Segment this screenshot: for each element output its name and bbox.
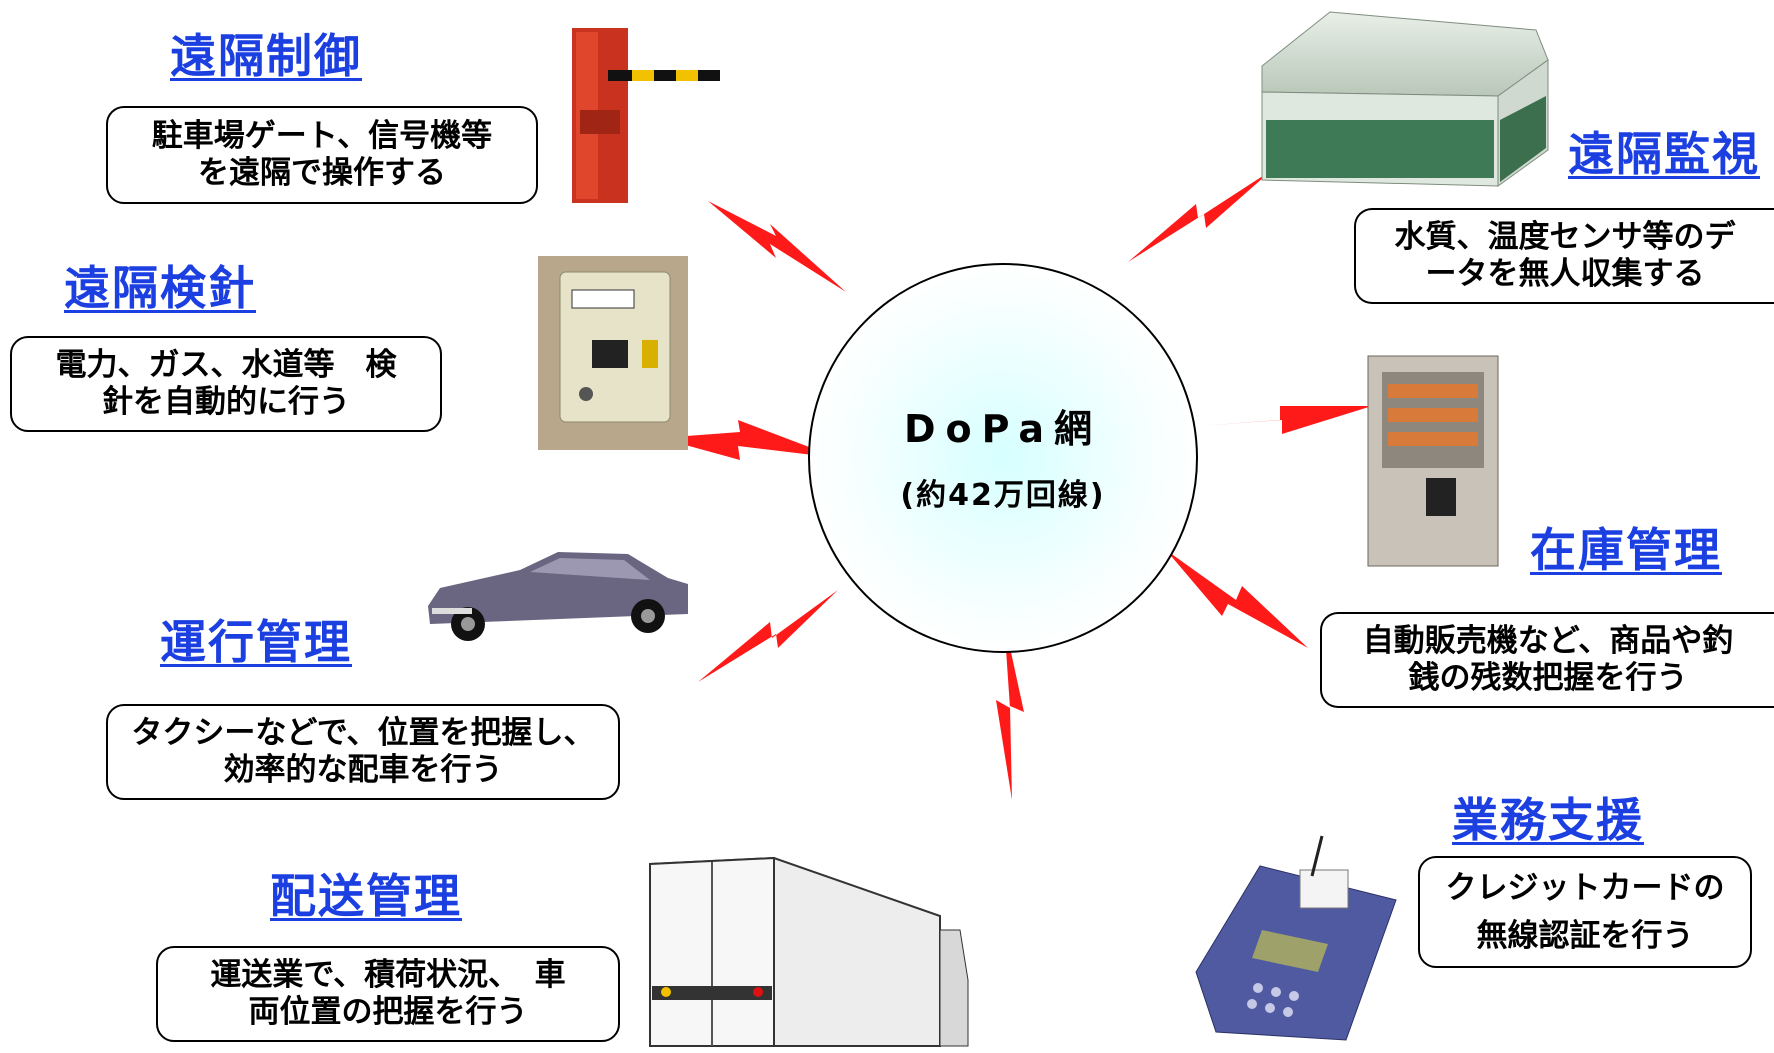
desc-meter-reading-text: 電力、ガス、水道等 検 針を自動的に行う [55,346,397,420]
bolt-operation [698,590,838,682]
bolt-remote-control [708,201,846,292]
title-inventory-management[interactable]: 在庫管理 [1530,523,1722,577]
desc-inventory-management: 自動販売機など、商品や釣 銭の残数把握を行う [1320,612,1774,708]
bolt-inventory [1200,406,1372,434]
title-remote-control[interactable]: 遠隔制御 [170,29,362,83]
sedan-car-icon [428,552,688,641]
title-delivery-management[interactable]: 配送管理 [270,869,462,923]
network-name: DoPa網 [903,407,1103,451]
bolt-delivery [996,620,1024,800]
utility-meter-icon [538,256,688,450]
card-terminal-icon [1195,835,1397,1041]
title-operation-management[interactable]: 運行管理 [160,615,352,669]
title-meter-reading[interactable]: 遠隔検針 [64,261,256,315]
bolt-business [1166,550,1308,648]
desc-meter-reading: 電力、ガス、水道等 検 針を自動的に行う [10,336,442,432]
network-lines: (約42万回線) [900,478,1106,513]
title-remote-monitoring[interactable]: 遠隔監視 [1568,127,1760,181]
greenhouse-icon [1261,11,1549,187]
desc-business-support-text: クレジットカードの 無線認証を行う [1445,869,1725,954]
desc-operation-management-text: タクシーなどで、位置を把握し、 効率的な配車を行う [131,714,595,788]
title-business-support[interactable]: 業務支援 [1452,793,1644,847]
desc-operation-management: タクシーなどで、位置を把握し、 効率的な配車を行う [106,704,620,800]
desc-business-support: クレジットカードの 無線認証を行う [1418,856,1752,968]
vending-machine-icon [1367,355,1499,567]
truck-icon [649,856,969,1047]
desc-inventory-management-text: 自動販売機など、商品や釣 銭の残数把握を行う [1362,622,1734,696]
desc-remote-monitoring-text: 水質、温度センサ等のデ ータを無人収集する [1394,218,1736,292]
desc-delivery-management: 運送業で、積荷状況、 車 両位置の把握を行う [156,946,620,1042]
parking-gate-icon [572,28,720,203]
desc-remote-control-text: 駐車場ゲート、信号機等 を遠隔で操作する [151,117,493,191]
dopa-network-circle [808,263,1198,653]
desc-remote-monitoring: 水質、温度センサ等のデ ータを無人収集する [1354,208,1774,304]
desc-remote-control: 駐車場ゲート、信号機等 を遠隔で操作する [106,106,538,204]
bolt-monitoring [1128,170,1272,262]
desc-delivery-management-text: 運送業で、積荷状況、 車 両位置の把握を行う [210,956,566,1030]
bolt-meter-reading [660,420,838,460]
